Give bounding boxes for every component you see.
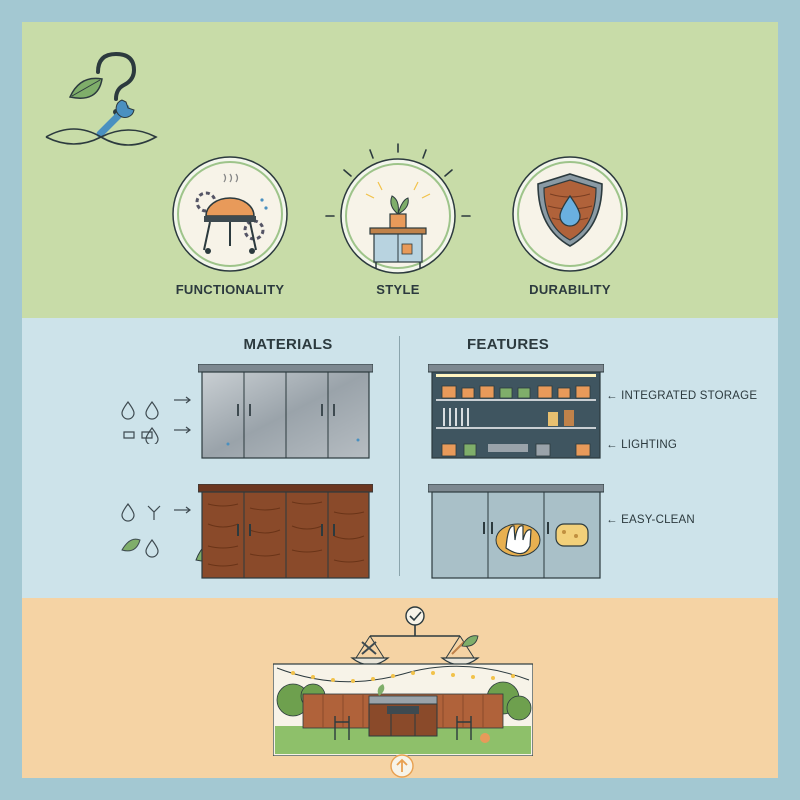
easy-clean-cabinet (428, 484, 604, 579)
feature-label-integrated-storage: ← INTEGRATED STORAGE (606, 390, 758, 402)
balanced-kitchen-panel (22, 598, 778, 778)
integrated-storage-text: INTEGRATED STORAGE (621, 390, 758, 402)
arrow-up-icon (390, 754, 414, 778)
shield-drop-icon (512, 156, 628, 272)
feature-label-easy-clean: ← EASY-CLEAN (606, 514, 695, 526)
pillar-label-style: STYLE (376, 282, 420, 297)
outdoor-kitchen-scene (273, 663, 533, 756)
integrated-storage-shelving (428, 364, 604, 459)
question-wrench-leaf-icon (45, 51, 158, 146)
section-divider (399, 336, 400, 576)
pillar-label-durability: DURABILITY (529, 282, 611, 297)
features-title: FEATURES (466, 336, 550, 353)
steel-properties-icons (121, 396, 191, 444)
easy-clean-text: EASY-CLEAN (621, 514, 695, 526)
wood-cabinet (198, 484, 373, 579)
balance-scale-icon (350, 606, 480, 673)
plant-cabinet-icon (325, 143, 471, 274)
lighting-text: LIGHTING (621, 439, 678, 451)
comparison-panel: MATERIALS FEATURES (22, 318, 778, 598)
overview-panel: FUNCTIONALITY STYLE DURABILITY (22, 22, 778, 318)
materials-title: MATERIALS (243, 336, 333, 353)
feature-label-lighting: ← LIGHTING (606, 439, 678, 451)
stainless-steel-cabinet (198, 364, 373, 459)
grill-gears-icon (172, 156, 288, 272)
pillar-label-functionality: FUNCTIONALITY (175, 282, 285, 297)
